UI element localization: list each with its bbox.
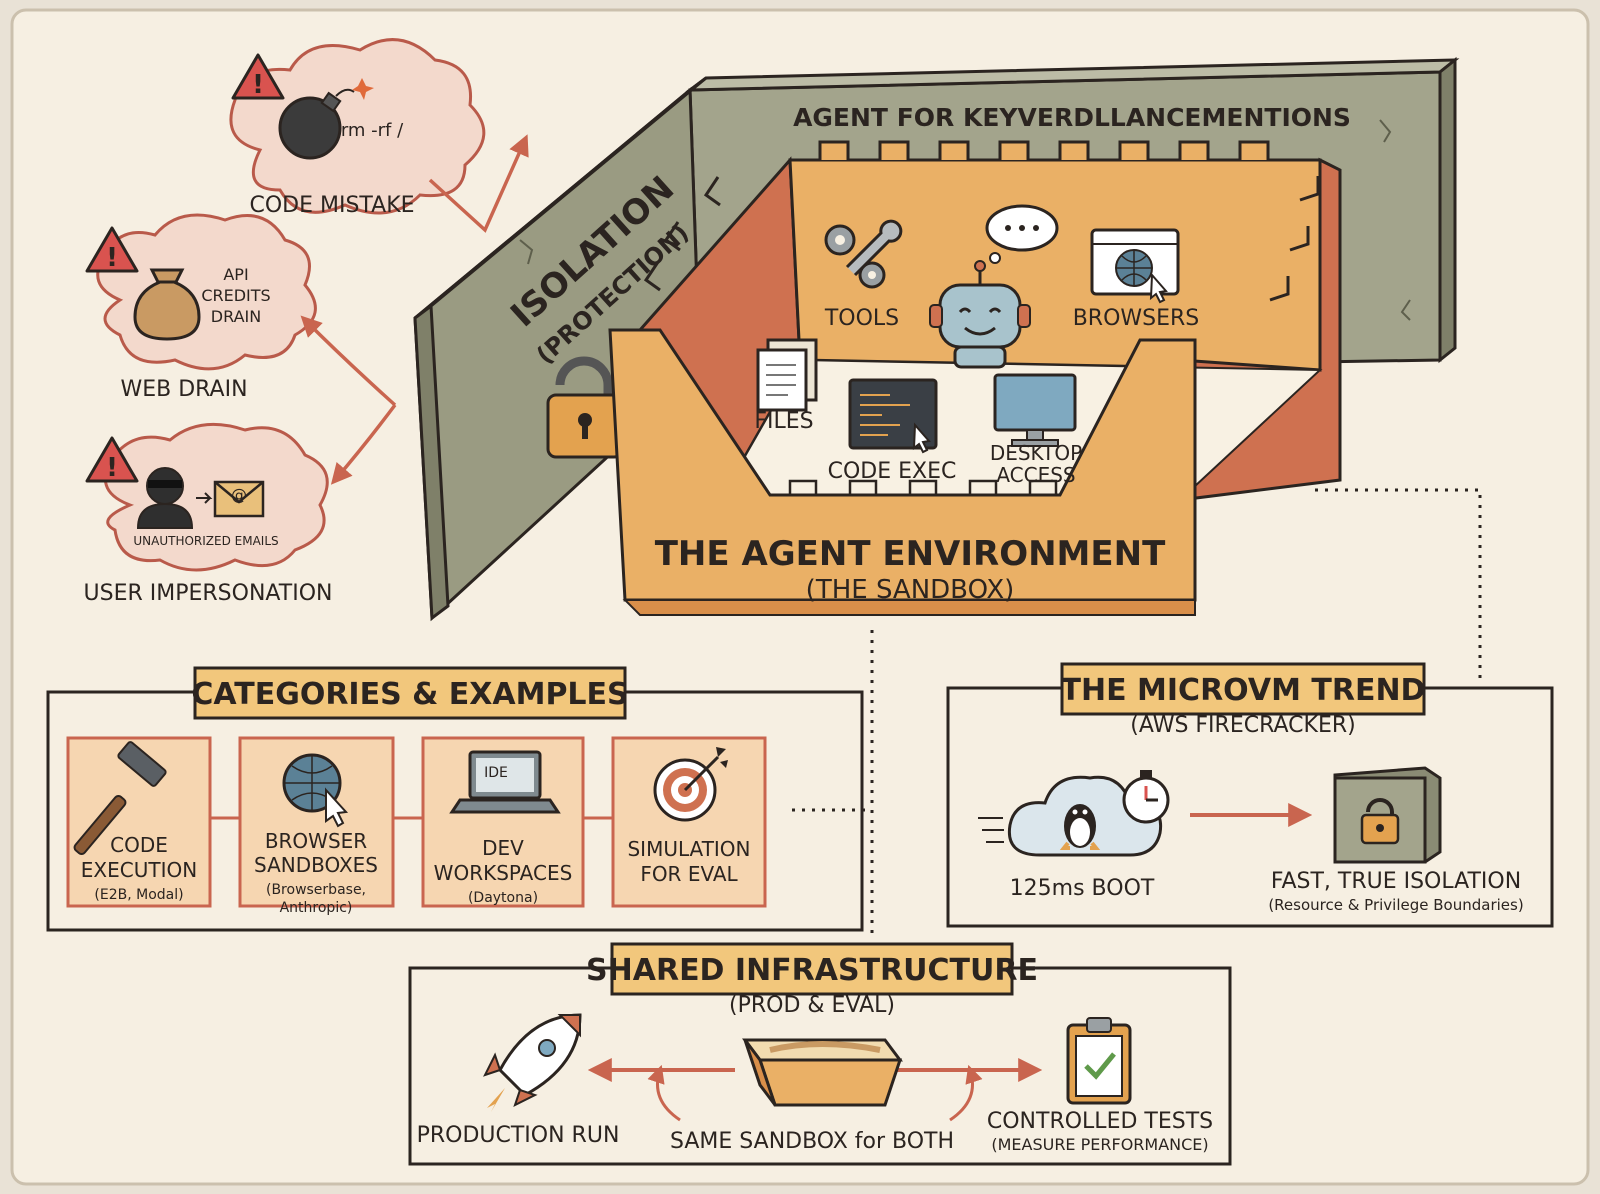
sandbox-box-icon — [742, 1038, 903, 1107]
rocket-icon — [483, 1013, 582, 1112]
warning-icon: ! — [85, 226, 139, 273]
card-2-note2: Anthropic) — [280, 900, 353, 916]
bomb-icon — [278, 78, 374, 160]
thought-bubble-icon — [985, 204, 1059, 264]
shared-heading-bg — [610, 942, 1014, 996]
arrow-curl-right — [949, 1064, 983, 1122]
card-3-line2: WORKSPACES — [434, 861, 573, 885]
clipboard-check-icon — [1066, 1017, 1132, 1105]
laptop-ide-icon — [449, 750, 561, 814]
target-icon — [653, 747, 728, 822]
shared-subtitle: (PROD & EVAL) — [729, 993, 895, 1018]
card-2-note1: (Browserbase, — [266, 882, 366, 898]
shared-heading: SHARED INFRASTRUCTURE — [586, 953, 1038, 988]
impersonation-label: USER IMPERSONATION — [84, 581, 333, 606]
robot-agent-icon — [929, 260, 1031, 369]
item-files: FILES — [754, 409, 813, 434]
padlock-icon — [546, 356, 624, 459]
categories-heading: CATEGORIES & EXAMPLES — [191, 677, 628, 712]
categories-heading-bg — [193, 666, 627, 720]
code-terminal-icon — [848, 378, 938, 454]
warning-icon: ! — [85, 436, 139, 483]
sandbox-subtitle: (THE SANDBOX) — [806, 575, 1015, 605]
web-drain-line1: API — [223, 265, 248, 284]
svg-text:!: ! — [106, 453, 118, 483]
same-sandbox: SAME SANDBOX for BOTH — [670, 1129, 954, 1154]
impersonation-caption: UNAUTHORIZED EMAILS — [133, 534, 278, 548]
microvm-boot: 125ms BOOT — [1010, 876, 1155, 901]
card-1-line2: EXECUTION — [81, 858, 197, 882]
email-envelope-icon: @ — [213, 480, 265, 518]
card-2-line2: SANDBOXES — [254, 853, 378, 877]
web-drain-line3: DRAIN — [211, 307, 261, 326]
card-4-line2: FOR EVAL — [640, 862, 738, 886]
sandbox-title: THE AGENT ENVIRONMENT — [655, 534, 1166, 574]
production-run: PRODUCTION RUN — [417, 1123, 620, 1148]
browser-globe-icon — [1090, 228, 1180, 304]
arrow-curl-left — [647, 1064, 681, 1122]
svg-text:!: ! — [106, 243, 118, 273]
controlled-tests: CONTROLLED TESTS — [987, 1109, 1213, 1134]
ide-screen-label: IDE — [484, 765, 508, 781]
card-3-note: (Daytona) — [468, 890, 538, 906]
money-bag-icon — [133, 268, 201, 341]
safe-lock-icon — [1333, 766, 1442, 864]
item-desktop-line1: DESKTOP — [990, 441, 1082, 465]
gears-wrench-icon — [824, 219, 903, 289]
wall-banner: AGENT FOR KEYVERDLLANCEMENTIONS — [793, 103, 1351, 132]
sandbox-walls — [608, 140, 1342, 616]
item-tools: TOOLS — [824, 306, 899, 331]
code-mistake-command: rm -rf / — [341, 120, 404, 141]
microvm-heading: THE MICROVM TREND — [1061, 673, 1426, 708]
svg-text:!: ! — [252, 70, 264, 100]
microvm-isolation-note: (Resource & Privilege Boundaries) — [1268, 896, 1523, 914]
code-mistake-cloud — [229, 38, 486, 215]
globe-cursor-icon — [282, 753, 349, 828]
web-drain-label: WEB DRAIN — [120, 377, 247, 402]
stopwatch-icon — [1122, 770, 1170, 824]
files-icon — [756, 338, 818, 412]
threat-arrows — [300, 134, 529, 485]
microvm-heading-bg — [1060, 662, 1426, 716]
hammer-icon — [73, 741, 167, 856]
card-3-line1: DEV — [482, 836, 524, 860]
code-mistake-label: CODE MISTAKE — [249, 193, 414, 218]
item-desktop-line2: ACCESS — [996, 463, 1075, 487]
card-4-line1: SIMULATION — [627, 837, 750, 861]
item-browsers: BROWSERS — [1073, 306, 1200, 331]
svg-text:@: @ — [231, 485, 247, 504]
item-code-exec: CODE EXEC — [828, 459, 957, 484]
web-drain-line2: CREDITS — [201, 286, 270, 305]
desktop-monitor-icon — [993, 373, 1077, 447]
hacker-icon — [136, 467, 213, 529]
card-simulation-eval — [611, 736, 767, 908]
card-2-line1: BROWSER — [265, 829, 367, 853]
warning-icon: ! — [231, 53, 285, 100]
card-1-line1: CODE — [110, 833, 168, 857]
microvm-isolation: FAST, TRUE ISOLATION — [1271, 869, 1521, 894]
microvm-subtitle: (AWS FIRECRACKER) — [1130, 713, 1355, 738]
dotted-connectors — [792, 488, 1482, 940]
controlled-note: (MEASURE PERFORMANCE) — [991, 1135, 1208, 1154]
card-1-note: (E2B, Modal) — [94, 887, 183, 903]
